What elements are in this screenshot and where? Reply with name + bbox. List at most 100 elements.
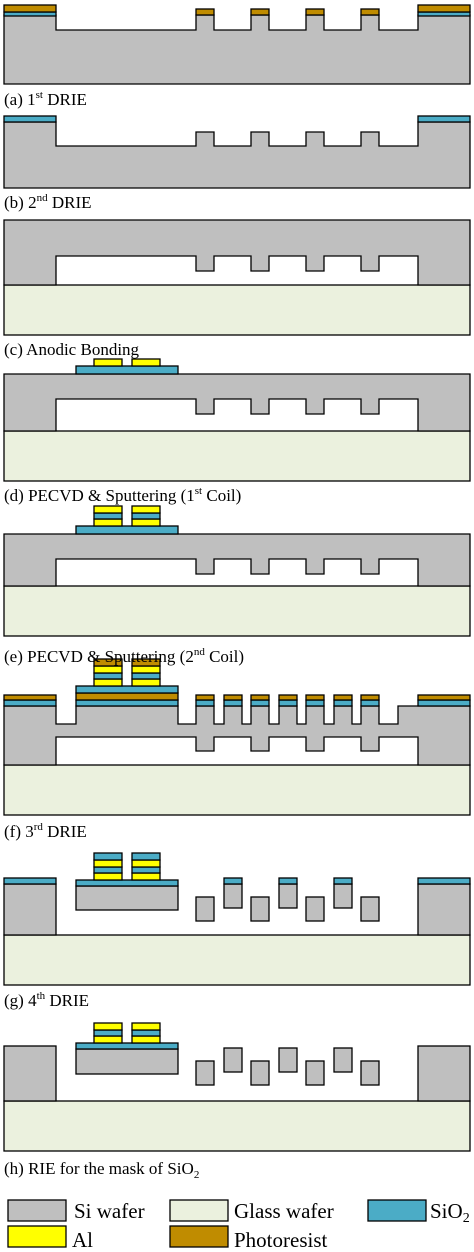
caption-step-f: (f) 3rd DRIE [4, 821, 87, 841]
glass-wafer [3, 934, 471, 986]
photoresist-layer [250, 694, 270, 701]
photoresist-layer [305, 694, 325, 701]
caption-step-e: (e) PECVD & Sputtering (2nd Coil) [4, 646, 244, 666]
sio2-mask [223, 877, 243, 885]
sio2-mask [333, 699, 353, 707]
si-comb-finger [360, 1060, 380, 1086]
photoresist-layer [195, 694, 215, 701]
al-coil-line [131, 1035, 161, 1044]
si-wafer [3, 373, 471, 432]
glass-wafer [3, 1100, 471, 1152]
si-comb-finger [333, 883, 353, 909]
legend-label-glass: Glass wafer [234, 1199, 334, 1223]
legend-swatch-photoresist [169, 1225, 229, 1248]
al-coil-line [131, 872, 161, 881]
al-coil-line [93, 505, 123, 514]
legend-swatch-al [7, 1225, 67, 1248]
step-b [3, 115, 471, 189]
pecvd-sio2-layer [131, 1029, 161, 1037]
sio2-mask [75, 699, 179, 707]
si-anchor [3, 883, 57, 936]
pecvd-sio2-layer [131, 866, 161, 874]
si-comb-finger [195, 1060, 215, 1086]
sio2-mask [3, 877, 57, 885]
pecvd-sio2-layer [75, 1042, 179, 1050]
glass-wafer [3, 430, 471, 482]
pecvd-sio2-layer [131, 512, 161, 520]
pecvd-sio2-layer [131, 672, 161, 680]
photoresist-layer [3, 4, 57, 13]
legend-swatch-si [7, 1199, 67, 1222]
legend-swatch-glass [169, 1199, 229, 1222]
legend: Si wafer Glass wafer SiO2 Al Photoresist [7, 1199, 470, 1252]
si-wafer [3, 121, 471, 189]
photoresist-layer [3, 694, 57, 701]
pecvd-sio2-layer [93, 672, 123, 680]
si-comb-finger [278, 883, 298, 909]
photoresist-layer [223, 694, 243, 701]
al-coil-line [93, 518, 123, 527]
si-comb-finger [305, 1060, 325, 1086]
caption-step-c: (c) Anodic Bonding [4, 340, 140, 359]
photoresist-layer [195, 8, 215, 16]
al-coil-line [131, 859, 161, 868]
photoresist-layer [305, 8, 325, 16]
al-coil-line [93, 872, 123, 881]
si-wafer [3, 219, 471, 286]
al-coil-line [93, 1035, 123, 1044]
sio2-mask [417, 699, 471, 707]
sio2-mask [278, 699, 298, 707]
glass-wafer [3, 284, 471, 336]
al-coil-line [131, 358, 161, 367]
photoresist-layer [278, 694, 298, 701]
si-anchor [3, 1045, 57, 1102]
al-coil-line [93, 358, 123, 367]
pecvd-sio2-layer [93, 852, 123, 861]
legend-label-al: Al [72, 1228, 93, 1252]
pecvd-sio2-layer [75, 685, 179, 694]
caption-step-h: (h) RIE for the mask of SiO2 [4, 1159, 199, 1181]
si-wafer [3, 705, 471, 766]
al-coil-line [131, 665, 161, 674]
photoresist-layer [250, 8, 270, 16]
photoresist-layer [417, 694, 471, 701]
si-anchor [417, 883, 471, 936]
pecvd-sio2-layer [93, 512, 123, 520]
sio2-mask [305, 699, 325, 707]
sio2-mask [3, 699, 57, 707]
photoresist-layer [93, 658, 123, 667]
step-f [3, 658, 471, 816]
al-coil-line [131, 1022, 161, 1031]
si-comb-finger [360, 896, 380, 922]
sio2-mask [360, 699, 380, 707]
si-comb-finger [195, 896, 215, 922]
si-proof-mass [75, 885, 179, 911]
step-h [3, 1022, 471, 1152]
pecvd-sio2-layer [75, 879, 179, 887]
si-comb-finger [333, 1047, 353, 1073]
glass-wafer [3, 764, 471, 816]
sio2-mask [195, 699, 215, 707]
si-comb-finger [223, 883, 243, 909]
step-c [3, 219, 471, 336]
si-wafer [3, 533, 471, 587]
photoresist-layer [417, 4, 471, 13]
pecvd-sio2-layer [75, 525, 179, 535]
sio2-mask [3, 115, 57, 123]
sio2-mask [278, 877, 298, 885]
si-comb-finger [223, 1047, 243, 1073]
legend-label-sio2: SiO2 [430, 1199, 470, 1226]
photoresist-layer [360, 8, 380, 16]
pecvd-sio2-layer [93, 1029, 123, 1037]
pecvd-sio2-layer [75, 365, 179, 375]
glass-wafer [3, 585, 471, 637]
process-steps [3, 4, 471, 1152]
caption-step-b: (b) 2nd DRIE [4, 192, 92, 212]
al-coil-line [131, 678, 161, 687]
caption-step-a: (a) 1st DRIE [4, 89, 87, 109]
sio2-mask [417, 877, 471, 885]
step-e [3, 505, 471, 637]
caption-step-d: (d) PECVD & Sputtering (1st Coil) [4, 485, 241, 505]
si-anchor [417, 1045, 471, 1102]
